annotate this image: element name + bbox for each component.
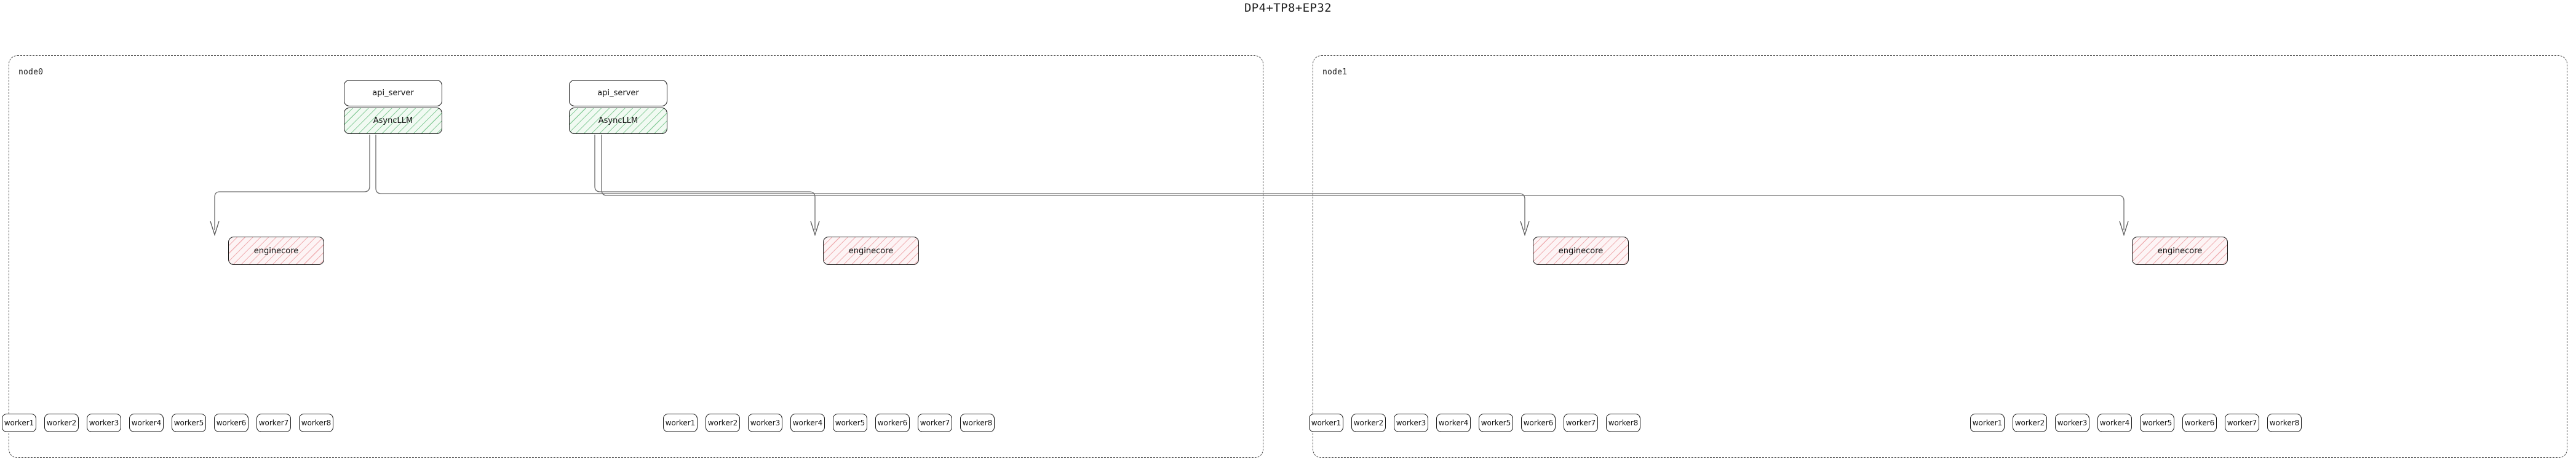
node0-ec0-workers-worker8[interactable]: worker8	[299, 414, 333, 432]
node1-ec1-workers-worker4[interactable]: worker4	[2097, 414, 2132, 432]
node1-ec0-workers-worker4[interactable]: worker4	[1436, 414, 1471, 432]
node0-ec1-workers-worker2[interactable]: worker2	[706, 414, 740, 432]
node0-api-server-1[interactable]: api_server	[569, 80, 667, 106]
node1-ec1-workers-worker7-label: worker7	[2227, 419, 2257, 427]
cluster-node0	[9, 55, 1263, 458]
node0-ec0-workers-worker2-label: worker2	[46, 419, 77, 427]
node0-ec1-workers-worker3-label: worker3	[750, 419, 781, 427]
node0-ec0-workers-worker7[interactable]: worker7	[256, 414, 291, 432]
node0-ec0-workers-worker7-label: worker7	[258, 419, 289, 427]
node1-ec0-workers-worker4-label: worker4	[1438, 419, 1469, 427]
node1-ec1-workers-worker7[interactable]: worker7	[2225, 414, 2259, 432]
node1-ec0-workers-worker5[interactable]: worker5	[1479, 414, 1513, 432]
node0-ec1-workers-worker5[interactable]: worker5	[833, 414, 867, 432]
cluster-label-node1: node1	[1322, 68, 1348, 77]
node0-asyncllm-0-label: AsyncLLM	[373, 116, 413, 125]
node0-ec1-workers-worker4[interactable]: worker4	[790, 414, 825, 432]
node1-ec0-workers-worker3[interactable]: worker3	[1394, 414, 1428, 432]
node0-ec0-workers-worker6-label: worker6	[216, 419, 247, 427]
node1-ec1-workers-worker3[interactable]: worker3	[2055, 414, 2089, 432]
node0-ec1-workers-worker8[interactable]: worker8	[960, 414, 995, 432]
cluster-label-node0: node0	[18, 68, 44, 77]
node1-ec1-workers-worker3-label: worker3	[2057, 419, 2088, 427]
node0-asyncllm-0[interactable]: AsyncLLM	[344, 108, 442, 134]
node1-ec0-workers-worker5-label: worker5	[1481, 419, 1511, 427]
node0-ec0-workers-worker3-label: worker3	[89, 419, 119, 427]
node1-enginecore-1[interactable]: enginecore	[2132, 237, 2228, 265]
node0-ec1-workers-worker1[interactable]: worker1	[663, 414, 698, 432]
node0-ec1-workers-worker2-label: worker2	[707, 419, 738, 427]
node0-ec0-workers-worker5-label: worker5	[173, 419, 204, 427]
node1-ec1-workers-worker4-label: worker4	[2099, 419, 2130, 427]
node1-ec1-workers-worker5-label: worker5	[2142, 419, 2173, 427]
node1-ec0-workers-worker1-label: worker1	[1311, 419, 1342, 427]
node1-ec0-workers-worker3-label: worker3	[1396, 419, 1426, 427]
node1-ec0-workers-worker8-label: worker8	[1608, 419, 1639, 427]
node0-enginecore-1-label: enginecore	[848, 246, 894, 256]
node0-ec1-workers-worker8-label: worker8	[962, 419, 993, 427]
node1-ec1-workers-worker2[interactable]: worker2	[2013, 414, 2047, 432]
node0-ec1-workers-worker3[interactable]: worker3	[748, 414, 782, 432]
node1-ec1-workers-worker8[interactable]: worker8	[2267, 414, 2302, 432]
node0-ec1-workers-worker7[interactable]: worker7	[918, 414, 952, 432]
page-title: DP4+TP8+EP32	[1244, 1, 1332, 15]
node0-ec1-workers-worker7-label: worker7	[920, 419, 950, 427]
node1-enginecore-1-label: enginecore	[2157, 246, 2203, 256]
node0-ec0-workers-worker8-label: worker8	[301, 419, 332, 427]
node1-enginecore-0-label: enginecore	[1558, 246, 1604, 256]
node1-ec0-workers-worker2[interactable]: worker2	[1351, 414, 1386, 432]
node0-ec0-workers-worker4-label: worker4	[131, 419, 162, 427]
node0-asyncllm-1[interactable]: AsyncLLM	[569, 108, 667, 134]
node0-api-server-0[interactable]: api_server	[344, 80, 442, 106]
node1-ec1-workers-worker6[interactable]: worker6	[2182, 414, 2217, 432]
node0-api-server-1-label: api_server	[597, 89, 639, 98]
node0-ec0-workers-worker2[interactable]: worker2	[44, 414, 79, 432]
node0-enginecore-0[interactable]: enginecore	[228, 237, 324, 265]
node1-ec0-workers-worker2-label: worker2	[1353, 419, 1384, 427]
node1-ec1-workers-worker1-label: worker1	[1972, 419, 2003, 427]
cluster-node1	[1313, 55, 2567, 458]
node0-ec1-workers-worker6[interactable]: worker6	[875, 414, 910, 432]
node1-ec0-workers-worker1[interactable]: worker1	[1309, 414, 1343, 432]
node0-enginecore-0-label: enginecore	[253, 246, 299, 256]
node1-ec1-workers-worker8-label: worker8	[2269, 419, 2300, 427]
node1-ec0-workers-worker6[interactable]: worker6	[1521, 414, 1556, 432]
node0-api-server-0-label: api_server	[372, 89, 414, 98]
node0-ec1-workers-worker4-label: worker4	[792, 419, 823, 427]
node0-ec0-workers-worker5[interactable]: worker5	[172, 414, 206, 432]
node0-ec0-workers-worker1[interactable]: worker1	[2, 414, 36, 432]
node1-ec0-workers-worker7[interactable]: worker7	[1564, 414, 1598, 432]
node0-ec0-workers-worker1-label: worker1	[4, 419, 34, 427]
node0-ec1-workers-worker5-label: worker5	[835, 419, 865, 427]
node0-ec0-workers-worker4[interactable]: worker4	[129, 414, 164, 432]
node1-ec0-workers-worker8[interactable]: worker8	[1606, 414, 1640, 432]
node1-ec0-workers-worker7-label: worker7	[1565, 419, 1596, 427]
node0-enginecore-1[interactable]: enginecore	[823, 237, 919, 265]
node0-ec1-workers-worker1-label: worker1	[665, 419, 696, 427]
node1-enginecore-0[interactable]: enginecore	[1533, 237, 1629, 265]
node1-ec1-workers-worker5[interactable]: worker5	[2140, 414, 2174, 432]
node0-ec0-workers-worker3[interactable]: worker3	[87, 414, 121, 432]
node0-asyncllm-1-label: AsyncLLM	[598, 116, 638, 125]
node1-ec0-workers-worker6-label: worker6	[1523, 419, 1554, 427]
node1-ec1-workers-worker2-label: worker2	[2014, 419, 2045, 427]
node0-ec1-workers-worker6-label: worker6	[877, 419, 908, 427]
node1-ec1-workers-worker6-label: worker6	[2184, 419, 2215, 427]
node0-ec0-workers-worker6[interactable]: worker6	[214, 414, 248, 432]
node1-ec1-workers-worker1[interactable]: worker1	[1970, 414, 2005, 432]
